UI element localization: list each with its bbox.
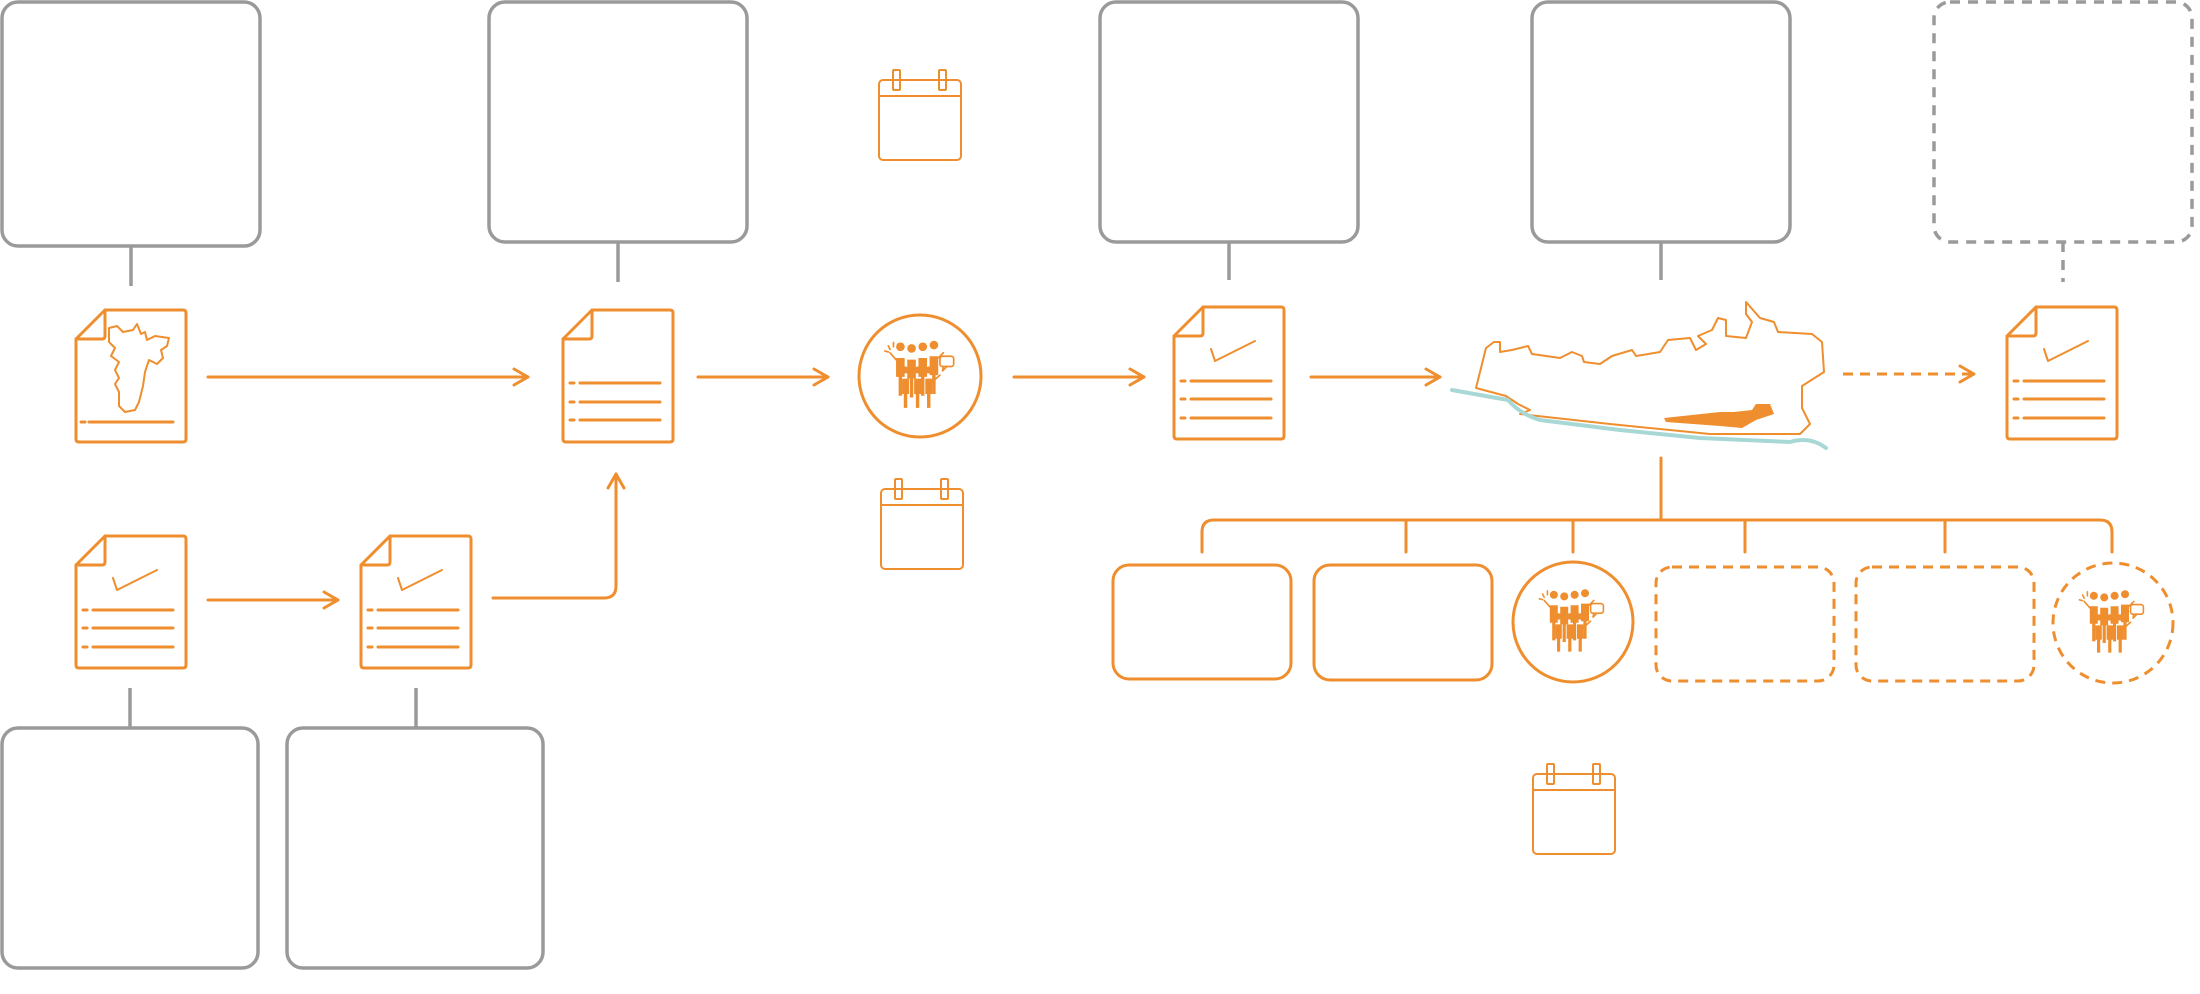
bottom-box-2	[285, 726, 545, 970]
branch-box-pending-2	[1854, 565, 2036, 683]
community-meeting-icon	[1538, 588, 1605, 653]
calendar-icon	[1532, 763, 1616, 855]
meeting-circle	[857, 313, 983, 439]
branch-box-2	[1312, 563, 1494, 682]
top-box-5-pending	[1932, 0, 2194, 244]
top-box-4	[1530, 0, 1792, 244]
top-box-3	[1098, 0, 1360, 244]
community-meeting-icon	[2078, 589, 2145, 654]
calendar-icon	[878, 69, 962, 161]
merge-arrow	[491, 472, 626, 600]
branch-box-pending-1	[1654, 565, 1836, 683]
top-box-2	[487, 0, 749, 244]
branch-meeting-circle	[1511, 560, 1635, 684]
top-box-1	[0, 0, 262, 248]
approved-document-icon	[359, 534, 473, 670]
calendar-icon	[880, 478, 964, 570]
approved-document-icon	[1172, 305, 1286, 441]
approved-document-icon	[2005, 305, 2119, 441]
branch-box-1	[1111, 563, 1293, 681]
bottom-box-1	[0, 726, 260, 970]
map-document-icon	[74, 308, 188, 444]
branch-connector	[1200, 456, 2114, 554]
coastal-map-icon	[1450, 301, 1828, 450]
approved-document-icon	[74, 534, 188, 670]
community-meeting-icon	[883, 339, 955, 409]
branch-meeting-circle-pending	[2051, 561, 2175, 685]
document-icon	[561, 308, 675, 444]
